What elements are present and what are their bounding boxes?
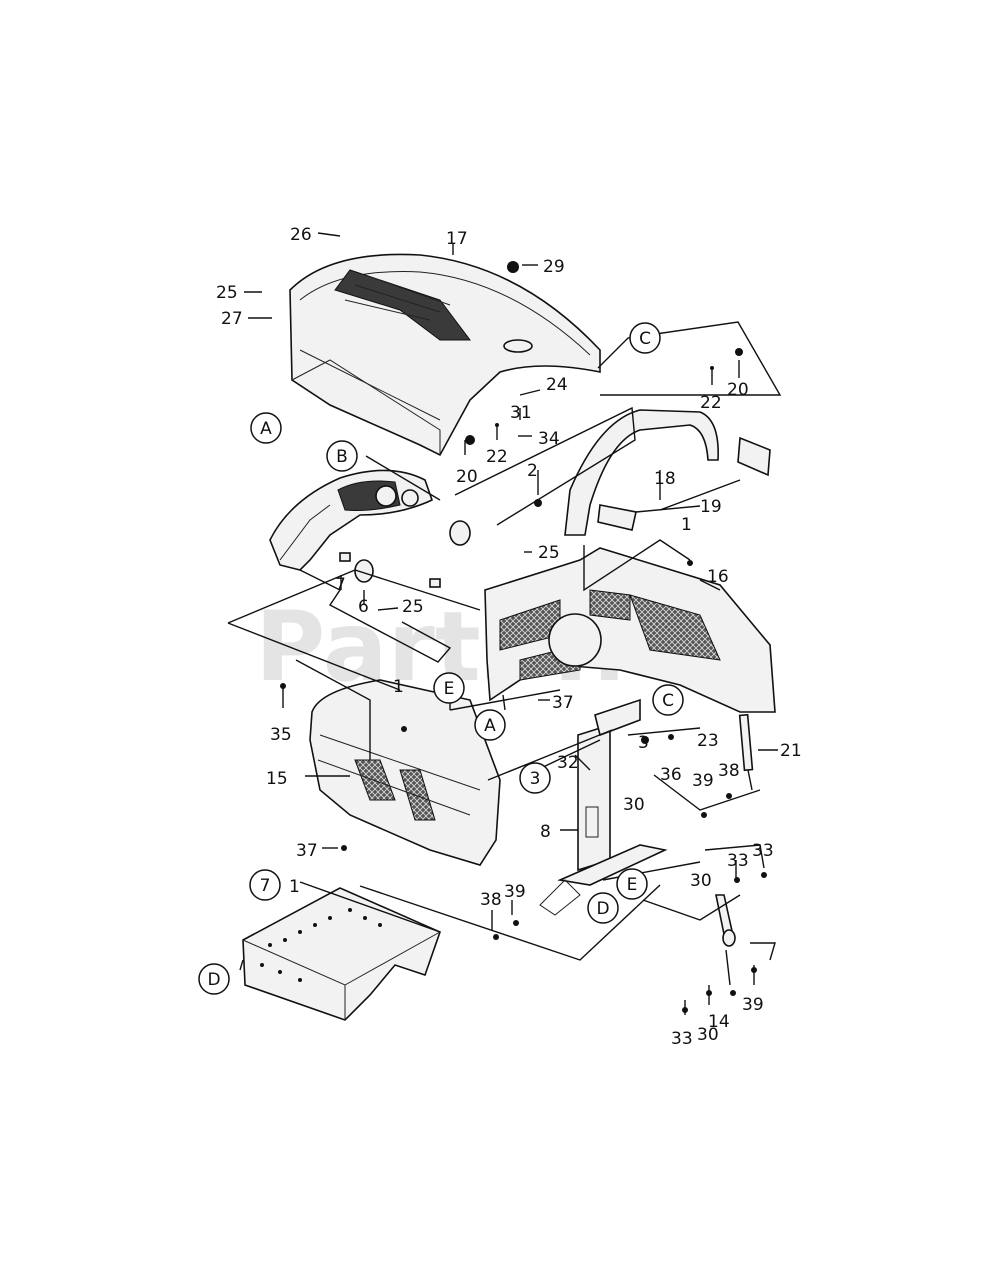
callout-17: 17 [446, 229, 468, 249]
ref-label-d2: D [207, 970, 220, 990]
callout-25b: 25 [402, 597, 424, 617]
trim-part-19 [597, 436, 771, 531]
headlight-assembly [269, 469, 433, 571]
callout-39a: 39 [692, 771, 714, 791]
callout-26: 25 [216, 283, 238, 303]
connector-part [429, 578, 441, 588]
callout-30a: 30 [623, 795, 645, 815]
callout-30b: 30 [690, 871, 712, 891]
callout-33b: 33 [752, 841, 774, 861]
front-panel-part-15 [309, 679, 501, 866]
ref-label-c2: C [662, 691, 674, 711]
ref-circle-c1 [629, 322, 661, 354]
ref-circle-a2 [474, 709, 506, 741]
ref-label-3: 3 [530, 769, 541, 789]
callout-20b: 20 [727, 380, 749, 400]
callout-30c: 30 [697, 1025, 719, 1045]
callout-labels: 26 17 29 25 27 24 31 34 22 20 22 20 18 1… [216, 225, 802, 1049]
callout-21: 21 [780, 741, 802, 761]
callout-2: 2 [527, 461, 538, 481]
ref-label-c1: C [639, 329, 651, 349]
callout-24: 24 [546, 375, 568, 395]
callout-3: 3 [638, 733, 649, 753]
ref-circle-b [326, 440, 358, 472]
gas-strut-part-21 [738, 713, 754, 791]
callout-37b: 37 [296, 841, 318, 861]
callout-28: 27 [221, 309, 243, 329]
hinge-part [539, 844, 668, 916]
callout-1c: 1 [289, 877, 300, 897]
bulb-part-6 [354, 559, 374, 583]
ref-circle-3 [519, 762, 551, 794]
ref-circle-e1 [433, 672, 465, 704]
callout-36: 36 [660, 765, 682, 785]
callout-1a: 1 [681, 515, 692, 535]
callout-20: 20 [456, 467, 478, 487]
callout-39b: 39 [504, 882, 526, 902]
callout-15: 15 [266, 769, 288, 789]
callout-18: 18 [654, 469, 676, 489]
callout-33c: 33 [671, 1029, 693, 1049]
tray-part-7 [242, 887, 441, 1021]
callout-6: 6 [358, 597, 369, 617]
callout-7: 7 [335, 575, 346, 595]
ref-circle-e2 [616, 868, 648, 900]
callout-29: 29 [543, 257, 565, 277]
callout-38b: 38 [480, 890, 502, 910]
callout-19: 19 [700, 497, 722, 517]
callout-31: 31 [510, 403, 532, 423]
callout-23: 23 [697, 731, 719, 751]
ref-label-a2: A [484, 716, 496, 736]
ref-circle-d2 [198, 963, 230, 995]
callout-33a: 33 [727, 851, 749, 871]
callout-25: 25 [538, 543, 560, 563]
callout-39c: 39 [742, 995, 764, 1015]
callout-37: 37 [552, 693, 574, 713]
callout-22b: 22 [700, 393, 722, 413]
grommet-part [449, 520, 471, 546]
callout-14: 14 [708, 1012, 730, 1032]
bulb-part-7 [339, 552, 351, 562]
ref-label-d1: D [596, 899, 609, 919]
callout-27: 26 [290, 225, 312, 245]
ref-label-b: B [336, 447, 348, 467]
callout-32: 32 [557, 753, 579, 773]
reference-circles: A B C E A C 3 E D 7 D [198, 322, 684, 995]
callout-34: 34 [538, 429, 560, 449]
grille-part-16 [484, 547, 776, 713]
callout-16: 16 [707, 567, 729, 587]
latch-part-14 [715, 894, 736, 947]
callout-38a: 38 [718, 761, 740, 781]
ref-circle-d1 [587, 892, 619, 924]
ref-label-a1: A [260, 419, 272, 439]
ref-circle-7 [249, 869, 281, 901]
ref-circle-c2 [652, 684, 684, 716]
ref-label-7: 7 [260, 876, 271, 896]
ref-label-e1: E [444, 679, 455, 699]
fender-part-18 [564, 409, 719, 536]
callout-8: 8 [540, 822, 551, 842]
ref-circle-a1 [250, 412, 282, 444]
bracket-part-8 [577, 698, 641, 872]
callout-22: 22 [486, 447, 508, 467]
callout-35: 35 [270, 725, 292, 745]
callout-1b: 1 [393, 677, 404, 697]
hood-part-17 [289, 253, 601, 457]
ref-label-e2: E [627, 875, 638, 895]
